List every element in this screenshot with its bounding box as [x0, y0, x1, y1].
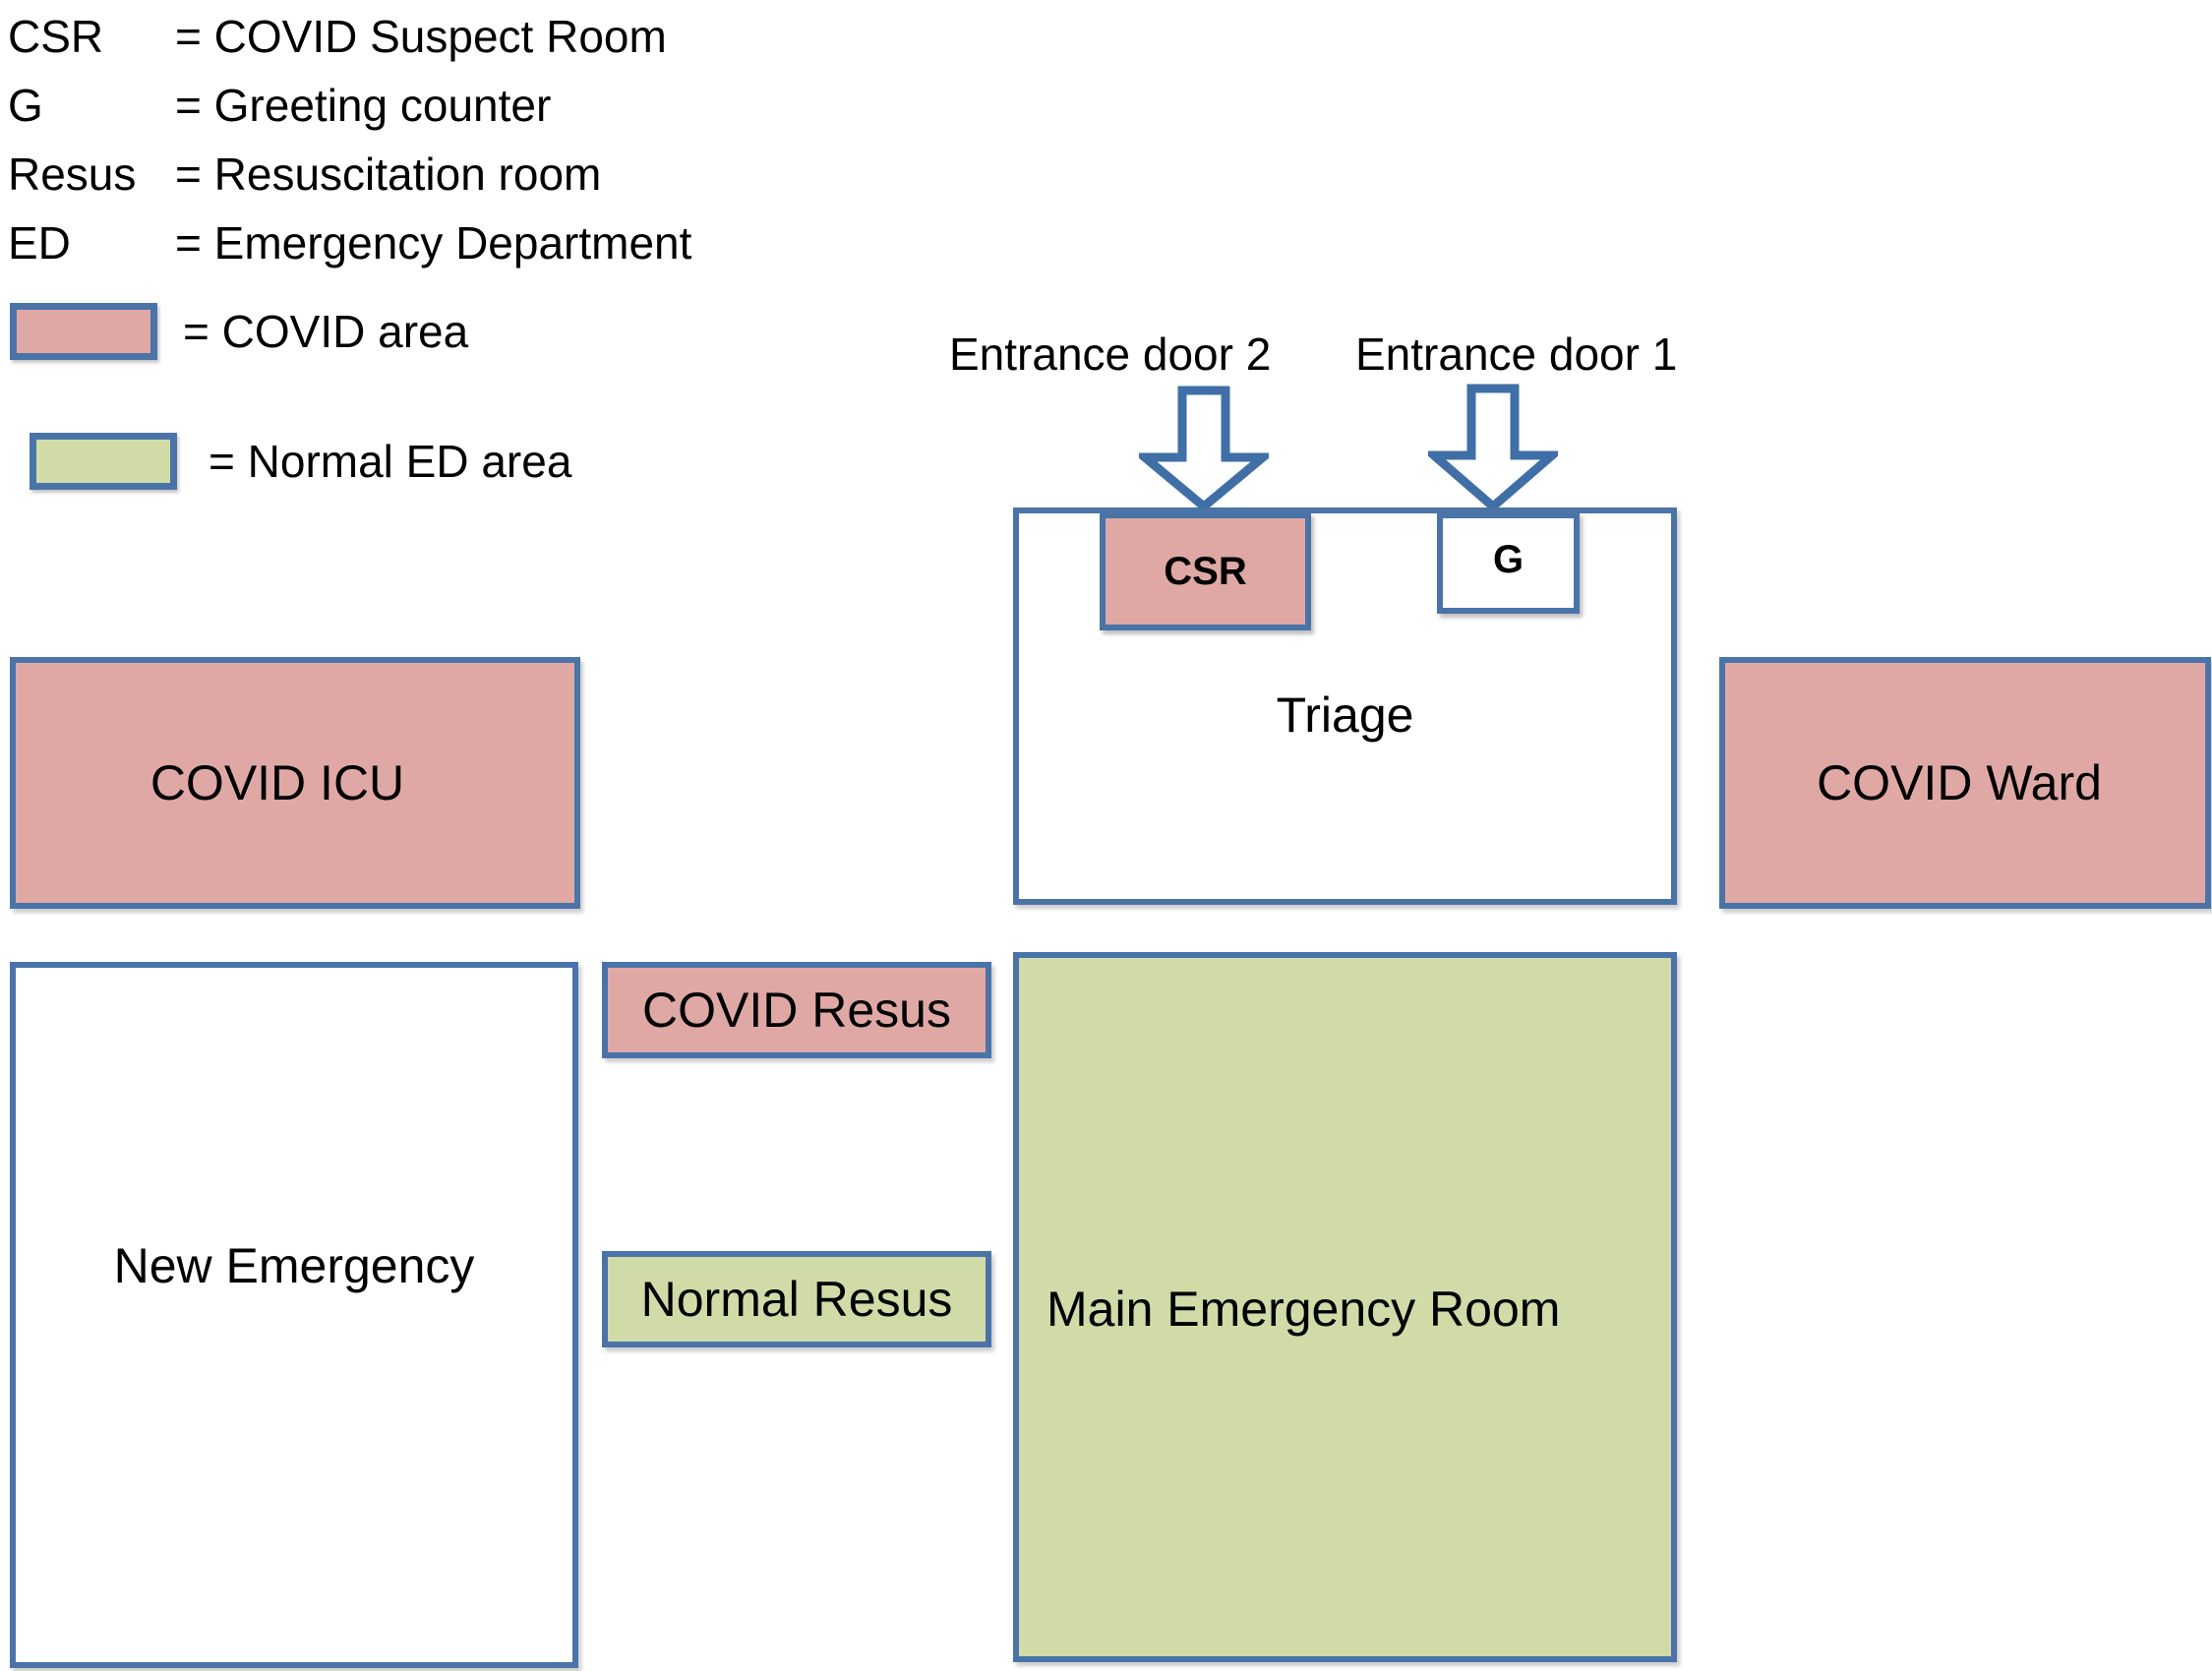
covid-area-swatch — [10, 303, 157, 360]
room-normal-resus[interactable]: Normal Resus — [602, 1251, 991, 1347]
abbreviation-definition: = COVID Suspect Room — [175, 11, 667, 62]
abbreviation-row: Resus = Resuscitation room — [8, 140, 834, 209]
room-label-covid-icu: COVID ICU — [149, 754, 405, 810]
covid-area-swatch-label: = COVID area — [183, 306, 469, 357]
abbreviation-key: G — [8, 80, 43, 131]
normal-ed-area-swatch-label: = Normal ED area — [209, 436, 572, 487]
room-main-emergency-room[interactable]: Main Emergency Room — [1013, 952, 1677, 1662]
room-label-main-emergency-room: Main Emergency Room — [1046, 1282, 1561, 1337]
abbreviation-row: ED = Emergency Department — [8, 209, 834, 277]
legend-swatch-covid: = COVID area — [10, 303, 468, 360]
room-label-covid-resus: COVID Resus — [642, 982, 951, 1038]
abbreviation-definition: = Resuscitation room — [175, 149, 602, 200]
entrance-door-1-label: Entrance door 1 — [1355, 328, 1678, 380]
entrance-door-2-label: Entrance door 2 — [949, 328, 1272, 380]
abbreviation-definition: = Greeting counter — [175, 80, 552, 131]
room-new-emergency[interactable]: New Emergency — [10, 962, 578, 1668]
abbreviation-definition: = Emergency Department — [175, 217, 692, 269]
room-label-covid-ward: COVID Ward — [1817, 754, 2102, 810]
room-greeting-counter[interactable]: G — [1437, 512, 1580, 614]
abbreviation-row: CSR = COVID Suspect Room — [8, 2, 834, 71]
room-label-new-emergency: New Emergency — [113, 1237, 475, 1293]
abbreviation-legend: CSR = COVID Suspect Room G = Greeting co… — [8, 2, 834, 277]
room-label-triage: Triage — [1276, 687, 1414, 743]
room-label-normal-resus: Normal Resus — [640, 1271, 953, 1327]
abbreviation-row: G = Greeting counter — [8, 71, 834, 140]
down-arrow-icon — [1139, 386, 1269, 511]
normal-ed-area-swatch — [30, 433, 177, 490]
room-covid-icu[interactable]: COVID ICU — [10, 657, 580, 909]
abbreviation-key: ED — [8, 217, 71, 269]
room-csr[interactable]: CSR — [1100, 512, 1311, 630]
room-label-csr: CSR — [1164, 550, 1247, 593]
abbreviation-key: CSR — [8, 11, 104, 62]
abbreviation-key: Resus — [8, 149, 137, 200]
down-arrow-icon — [1428, 384, 1558, 511]
room-label-greeting-counter: G — [1492, 537, 1524, 581]
legend-swatch-normal-ed: = Normal ED area — [30, 433, 571, 490]
room-covid-resus[interactable]: COVID Resus — [602, 962, 991, 1058]
room-covid-ward[interactable]: COVID Ward — [1719, 657, 2211, 909]
